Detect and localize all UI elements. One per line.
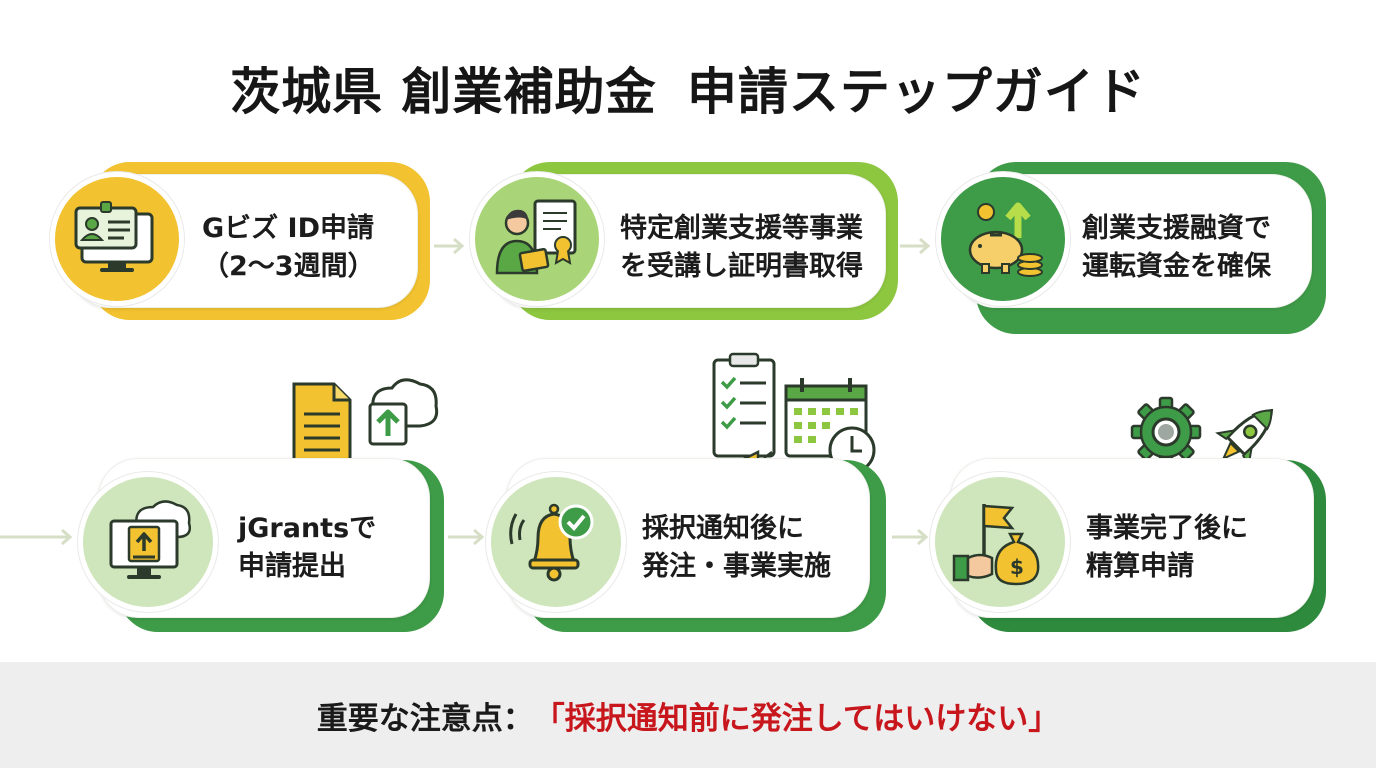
document-cloud-upload-icon [292, 378, 439, 482]
arrow-5-to-6 [892, 528, 929, 546]
arrow-4-to-5 [448, 528, 485, 546]
title-rest: 申請ステップガイド [686, 63, 1146, 121]
person-certificate-icon [495, 199, 577, 275]
step-4-icon-circle [78, 472, 218, 612]
step-6-icon-circle: $ [930, 472, 1070, 612]
step-6-card: $ 事業完了後に 精算申請 [930, 458, 1328, 634]
step-5-line1: 採択通知後に [642, 513, 804, 544]
bell-check-icon [509, 503, 594, 582]
step-2-line1: 特定創業支援等事業 [620, 213, 863, 244]
title-highlighted: 茨城県 創業補助金 [224, 52, 663, 124]
step-4-line2: 申請提出 [238, 551, 346, 582]
arrow-into-step-4 [0, 528, 73, 546]
important-note-warning: 「採択通知前に発注してはいけない」 [533, 700, 1060, 737]
flag-money-bag-icon: $ [952, 504, 1040, 586]
arrow-1-to-2 [434, 237, 465, 255]
step-1-line2: （2〜3週間） [202, 251, 375, 282]
step-1-line1: Gビズ ID申請 [202, 213, 375, 244]
step-3-card: 創業支援融資で 運転資金を確保 [936, 162, 1328, 336]
step-6-line1: 事業完了後に [1086, 513, 1248, 544]
step-3-line1: 創業支援融資で [1082, 213, 1271, 244]
step-4-card: jGrantsで 申請提出 [78, 458, 446, 634]
step-1-card: Gビズ ID申請 （2〜3週間） [50, 162, 430, 322]
arrow-2-to-3 [900, 237, 931, 255]
step-5-icon-circle [486, 472, 626, 612]
title-area: 茨城県 創業補助金 申請ステップガイド [0, 52, 1376, 124]
page-title: 茨城県 創業補助金 申請ステップガイド [224, 52, 1146, 124]
id-card-monitor-icon [74, 201, 154, 272]
step-1-icon-circle [50, 172, 184, 306]
important-note-label: 重要な注意点： [316, 700, 534, 737]
cloud-upload-monitor-icon [109, 500, 191, 579]
important-note-banner: 重要な注意点： 「採択通知前に発注してはいけない」 [0, 662, 1376, 768]
svg-text:$: $ [1010, 555, 1024, 579]
gear-rocket-icon [1130, 396, 1274, 468]
step-5-card: 採択通知後に 発注・事業実施 [486, 458, 888, 634]
step-2-icon-circle [470, 172, 604, 306]
step-2-card: 特定創業支援等事業 を受講し証明書取得 [470, 162, 900, 322]
step-3-icon-circle [936, 172, 1070, 306]
step-4-line1: jGrantsで [238, 513, 377, 544]
piggy-bank-growth-icon [968, 202, 1043, 277]
step-6-line2: 精算申請 [1086, 551, 1194, 582]
step-5-line2: 発注・事業実施 [642, 551, 831, 582]
step-2-line2: を受講し証明書取得 [620, 251, 863, 282]
checklist-calendar-clock-icon [712, 352, 876, 482]
step-3-line2: 運転資金を確保 [1082, 251, 1271, 282]
